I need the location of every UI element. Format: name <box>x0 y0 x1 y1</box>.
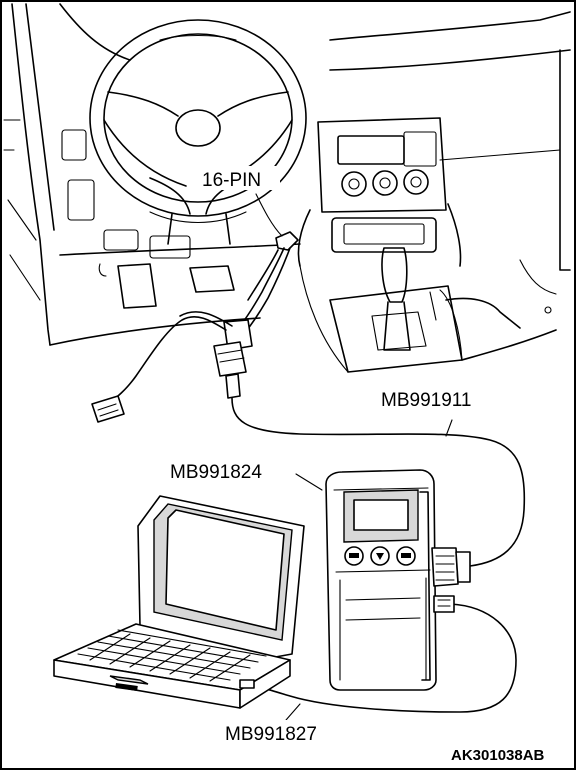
leader-mb991827 <box>285 703 301 721</box>
figure-id: AK301038AB <box>451 747 545 764</box>
leader-mb991824 <box>295 473 323 491</box>
label-mb991824: MB991824 <box>170 462 262 483</box>
car-interior <box>3 3 571 373</box>
16-pin-connector <box>275 231 299 251</box>
label-mb991827: MB991827 <box>225 724 317 745</box>
laptop <box>53 495 305 709</box>
obd-plug <box>91 395 125 423</box>
leader-mb991911 <box>445 419 453 437</box>
steering-wheel <box>89 19 307 245</box>
cables <box>91 193 526 721</box>
label-mb991911: MB991911 <box>381 390 472 411</box>
label-16-pin: 16-PIN <box>202 170 261 191</box>
tester-device <box>325 469 471 691</box>
labels: 16-PIN MB991911 MB991824 MB991827 AK3010… <box>166 166 545 764</box>
leader-16-pin <box>255 193 283 237</box>
center-console <box>297 117 557 373</box>
